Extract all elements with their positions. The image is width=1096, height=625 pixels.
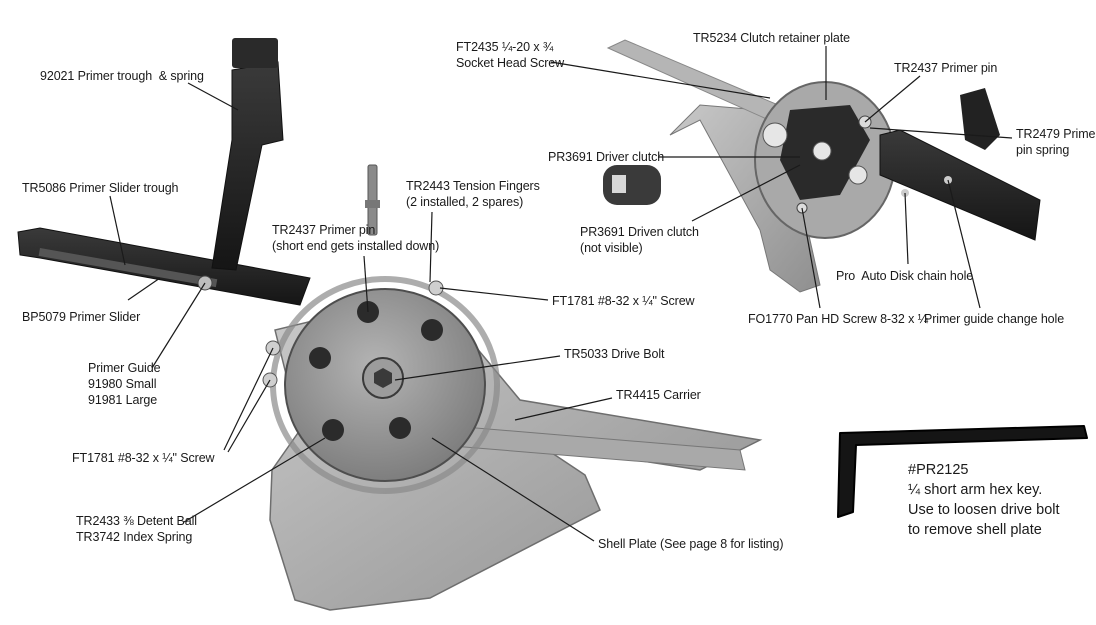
primer-slider-bar: [38, 248, 218, 288]
leader-pan-screw: [801, 207, 821, 309]
label-guide-change-hole: Primer guide change hole: [924, 312, 1065, 326]
leader-screw-top: [439, 287, 549, 301]
main-assembly: [17, 38, 763, 611]
driver-clutch-thumb-face: [612, 175, 626, 193]
label-drive-bolt: TR5033 Drive Bolt: [564, 347, 665, 361]
label-driven-clutch: PR3691 Driven clutch (not visible): [580, 225, 699, 255]
label-pan-screw: FO1770 Pan HD Screw 8-32 x ¼: [748, 312, 928, 326]
leader-screw-left-2: [227, 379, 271, 453]
leader-pin-spring: [869, 127, 1013, 139]
station-hole: [421, 319, 443, 341]
label-tension-fingers: TR2443 Tension Fingers (2 installed, 2 s…: [406, 179, 540, 209]
leader-primer-guide: [151, 282, 206, 369]
leader-driven-clutch: [691, 164, 801, 222]
leader-drive-bolt: [394, 355, 561, 381]
label-primer-pin-inset: TR2437 Primer pin: [894, 61, 998, 75]
leader-carrier: [514, 397, 613, 421]
leader-shell-plate: [431, 437, 595, 542]
station-hole: [389, 417, 411, 439]
leader-primer-trough: [187, 82, 239, 111]
label-primer-slider: BP5079 Primer Slider: [22, 310, 141, 324]
label-screw-left: FT1781 #8-32 x ¼" Screw: [72, 451, 215, 465]
label-primer-slider-trough: TR5086 Primer Slider trough: [22, 181, 179, 195]
label-socket-screw: FT2435 ¼-20 x ¾ Socket Head Screw: [456, 40, 565, 70]
label-primer-trough: 92021 Primer trough & spring: [40, 69, 204, 83]
inset-hole: [812, 141, 832, 161]
label-carrier: TR4415 Carrier: [616, 388, 701, 402]
leader-primer-slider: [127, 277, 161, 301]
label-primer-pin-main: TR2437 Primer pin (short end gets instal…: [272, 223, 440, 253]
driver-clutch-thumb: [603, 165, 661, 205]
label-primer-guide: Primer Guide 91980 Small 91981 Large: [88, 361, 161, 407]
label-driver-clutch: PR3691 Driver clutch: [548, 150, 665, 164]
leader-lines: [109, 46, 1013, 542]
label-shell-plate: Shell Plate (See page 8 for listing): [598, 537, 784, 551]
leader-socket-screw: [550, 61, 771, 99]
inset-slider-trough: [879, 129, 1041, 241]
leader-slider-trough: [109, 195, 126, 266]
inset-hole: [848, 165, 868, 185]
leader-chain-hole: [904, 192, 909, 265]
inset-hole: [762, 122, 788, 148]
hex-key-note: #PR2125 ¼ short arm hex key. Use to loos…: [908, 462, 1060, 538]
hex-key: [837, 425, 1088, 518]
primer-trough: [211, 61, 284, 271]
leader-detent: [183, 437, 326, 523]
drive-bolt-hex: [374, 368, 392, 388]
label-primer-pin-spring: TR2479 Primer pin spring: [1016, 127, 1096, 157]
label-clutch-retainer-plate: TR5234 Clutch retainer plate: [693, 31, 851, 45]
leader-primer-pin: [363, 255, 369, 313]
label-detent-ball: TR2433 ⅜ Detent Ball TR3742 Index Spring: [76, 514, 197, 544]
station-hole: [322, 419, 344, 441]
leader-guide-hole: [947, 179, 981, 309]
station-hole: [309, 347, 331, 369]
label-screw-top: FT1781 #8-32 x ¼" Screw: [552, 294, 695, 308]
label-chain-hole: Pro Auto Disk chain hole: [836, 269, 974, 283]
primer-pin-head: [365, 200, 380, 208]
primer-slider-trough: [17, 227, 311, 306]
inset-assembly: [603, 39, 1041, 293]
leader-screw-left-1: [223, 347, 274, 451]
inset-primer-trough: [960, 88, 1000, 150]
leader-inset-pin: [864, 75, 921, 123]
leader-tension: [429, 211, 433, 283]
primer-trough-cap: [232, 38, 278, 68]
